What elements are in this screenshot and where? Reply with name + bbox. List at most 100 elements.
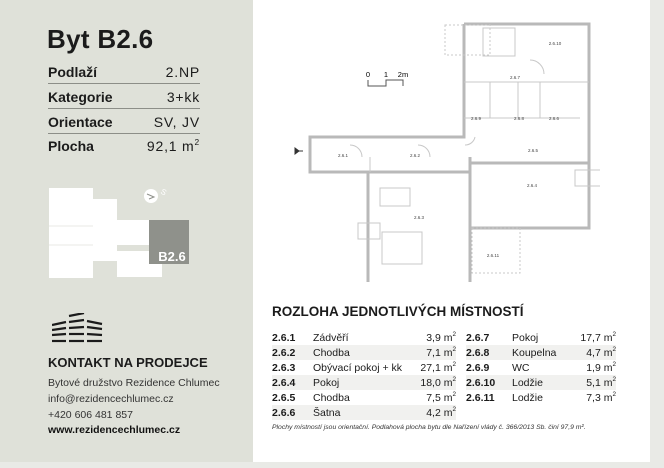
area-value: 92,1 m — [146, 138, 195, 154]
room-row: 2.6.7 Pokoj 17,7 m2 — [466, 330, 616, 345]
room-area-sup: 2 — [612, 345, 616, 353]
room-name: Šatna — [313, 406, 341, 419]
contact-phone[interactable]: +420 606 481 857 — [48, 409, 133, 421]
room-area: 7,3 m2 — [586, 390, 616, 404]
param-row-orientation: Orientace SV, JV — [48, 110, 200, 134]
room-code: 2.6.3 — [272, 361, 296, 374]
room-label: 2.6.5 — [528, 148, 539, 153]
scale-label-1: 1 — [384, 70, 388, 79]
room-row: 2.6.2 Chodba 7,1 m2 — [272, 345, 456, 360]
room-area-value: 3,9 m — [426, 331, 453, 344]
room-name: Obývací pokoj + kk — [313, 361, 402, 374]
area-sup: 2 — [194, 137, 200, 147]
room-label: 2.6.1 — [338, 153, 349, 158]
room-name: Zádvěří — [313, 331, 349, 344]
room-label: 2.6.10 — [549, 41, 562, 46]
room-area-value: 4,2 m — [426, 406, 453, 419]
param-label: Kategorie — [48, 89, 113, 105]
room-area-value: 1,9 m — [586, 361, 613, 374]
scale-label-2: 2m — [398, 70, 408, 79]
page-title: Byt B2.6 — [47, 24, 154, 54]
entrance-arrow-icon — [294, 147, 303, 155]
room-area-value: 4,7 m — [586, 346, 613, 359]
room-row: 2.6.5 Chodba 7,5 m2 — [272, 390, 456, 405]
room-name: Pokoj — [512, 331, 539, 344]
room-label: 2.6.11 — [487, 253, 500, 258]
room-code: 2.6.8 — [466, 346, 490, 359]
contact-company: Bytové družstvo Rezidence Chlumec — [48, 377, 220, 389]
room-name: Pokoj — [313, 376, 340, 389]
room-area: 5,1 m2 — [586, 375, 616, 389]
room-label: 2.6.8 — [514, 116, 525, 121]
building-logo-icon — [52, 313, 103, 343]
room-code: 2.6.5 — [272, 391, 296, 404]
room-area-sup: 2 — [612, 330, 616, 338]
room-name: Lodžie — [512, 376, 543, 389]
param-value: 2.NP — [165, 64, 200, 80]
room-code: 2.6.7 — [466, 331, 490, 344]
room-area-value: 5,1 m — [586, 376, 613, 389]
room-code: 2.6.11 — [466, 391, 495, 404]
room-area-sup: 2 — [452, 390, 456, 398]
room-area: 3,9 m2 — [426, 330, 456, 344]
room-row: 2.6.11 Lodžie 7,3 m2 — [466, 390, 616, 405]
room-area: 27,1 m2 — [420, 360, 456, 374]
room-area-value: 7,3 m — [586, 391, 613, 404]
param-row-area: Plocha 92,1 m2 — [48, 133, 200, 157]
room-area-sup: 2 — [452, 345, 456, 353]
room-row: 2.6.4 Pokoj 18,0 m2 — [272, 375, 456, 390]
param-label: Plocha — [48, 138, 94, 154]
room-label: 2.6.9 — [471, 116, 482, 121]
room-area: 18,0 m2 — [420, 375, 456, 389]
room-label: 2.6.7 — [510, 75, 521, 80]
room-row: 2.6.3 Obývací pokoj + kk 27,1 m2 — [272, 360, 456, 375]
rooms-note: Plochy místností jsou orientační. Podlah… — [272, 424, 586, 431]
room-label: 2.6.4 — [527, 183, 538, 188]
param-label: Orientace — [48, 114, 113, 130]
room-code: 2.6.10 — [466, 376, 496, 389]
param-value: 92,1 m2 — [147, 138, 200, 154]
room-area: 7,1 m2 — [426, 345, 456, 359]
room-name: Lodžie — [512, 391, 543, 404]
room-code: 2.6.1 — [272, 331, 296, 344]
contact-website[interactable]: www.rezidencechlumec.cz — [48, 424, 181, 436]
room-area-sup: 2 — [452, 360, 456, 368]
room-area-sup: 2 — [452, 405, 456, 413]
room-area-value: 18,0 m — [420, 376, 453, 389]
room-name: Chodba — [313, 346, 350, 359]
room-name: WC — [512, 361, 530, 374]
room-code: 2.6.2 — [272, 346, 296, 359]
contact-email[interactable]: info@rezidencechlumec.cz — [48, 393, 174, 405]
room-area: 17,7 m2 — [580, 330, 616, 344]
param-row-category: Kategorie 3+kk — [48, 85, 200, 109]
room-row: 2.6.6 Šatna 4,2 m2 — [272, 405, 456, 420]
room-row: 2.6.9 WC 1,9 m2 — [466, 360, 616, 375]
room-area-value: 7,1 m — [426, 346, 453, 359]
room-area-sup: 2 — [452, 375, 456, 383]
room-code: 2.6.6 — [272, 406, 296, 419]
room-area-sup: 2 — [612, 375, 616, 383]
room-area-sup: 2 — [612, 360, 616, 368]
contact-heading: KONTAKT NA PRODEJCE — [48, 355, 208, 370]
room-area-value: 7,5 m — [426, 391, 453, 404]
svg-text:S: S — [159, 188, 168, 197]
room-label: 2.6.6 — [549, 116, 560, 121]
room-area: 7,5 m2 — [426, 390, 456, 404]
building-minimap: S B2.6 — [49, 188, 189, 278]
room-area: 4,2 m2 — [426, 405, 456, 419]
room-area-value: 27,1 m — [420, 361, 453, 374]
room-label: 2.6.3 — [414, 215, 425, 220]
room-area-sup: 2 — [612, 390, 616, 398]
room-area: 4,7 m2 — [586, 345, 616, 359]
room-area: 1,9 m2 — [586, 360, 616, 374]
room-name: Chodba — [313, 391, 350, 404]
room-code: 2.6.9 — [466, 361, 490, 374]
room-code: 2.6.4 — [272, 376, 296, 389]
room-row: 2.6.10 Lodžie 5,1 m2 — [466, 375, 616, 390]
room-area-sup: 2 — [452, 330, 456, 338]
param-value: SV, JV — [153, 114, 200, 130]
param-value: 3+kk — [166, 89, 200, 105]
room-row: 2.6.1 Zádvěří 3,9 m2 — [272, 330, 456, 345]
